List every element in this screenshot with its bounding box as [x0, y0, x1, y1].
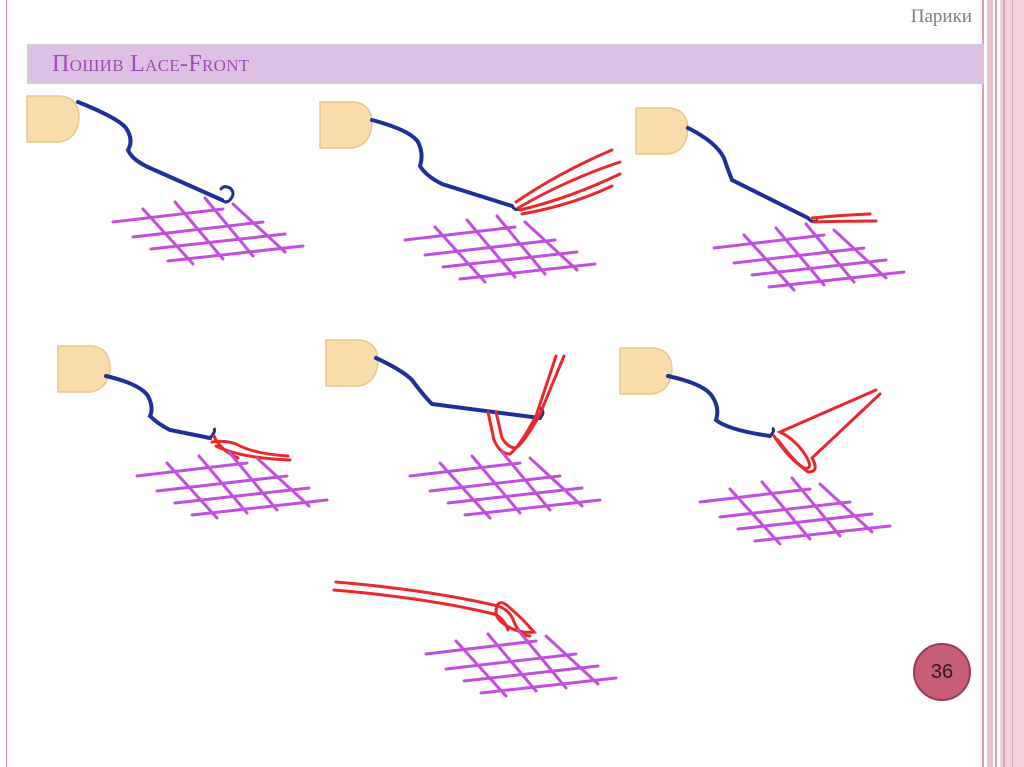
slide-title: Пошив Lace-Front [52, 51, 250, 77]
right-border-stripe [995, 0, 997, 767]
right-border-stripe [1003, 0, 1005, 767]
right-border-stripe [982, 0, 984, 767]
step-1-drawing [26, 95, 305, 266]
left-border [6, 0, 7, 767]
page-number: 36 [930, 660, 954, 683]
step-7-drawing [332, 580, 618, 698]
step-3-drawing [635, 107, 906, 292]
step-6-drawing [619, 347, 892, 546]
step-4-drawing [57, 345, 329, 520]
right-border-stripe [1012, 0, 1013, 767]
right-border-stripe [987, 0, 993, 767]
section-title: Парики [910, 6, 972, 27]
page-number-badge: 36 [913, 643, 971, 701]
step-2-drawing [319, 101, 622, 284]
step-5-drawing [325, 339, 602, 520]
title-band: Пошив Lace-Front [27, 44, 984, 84]
